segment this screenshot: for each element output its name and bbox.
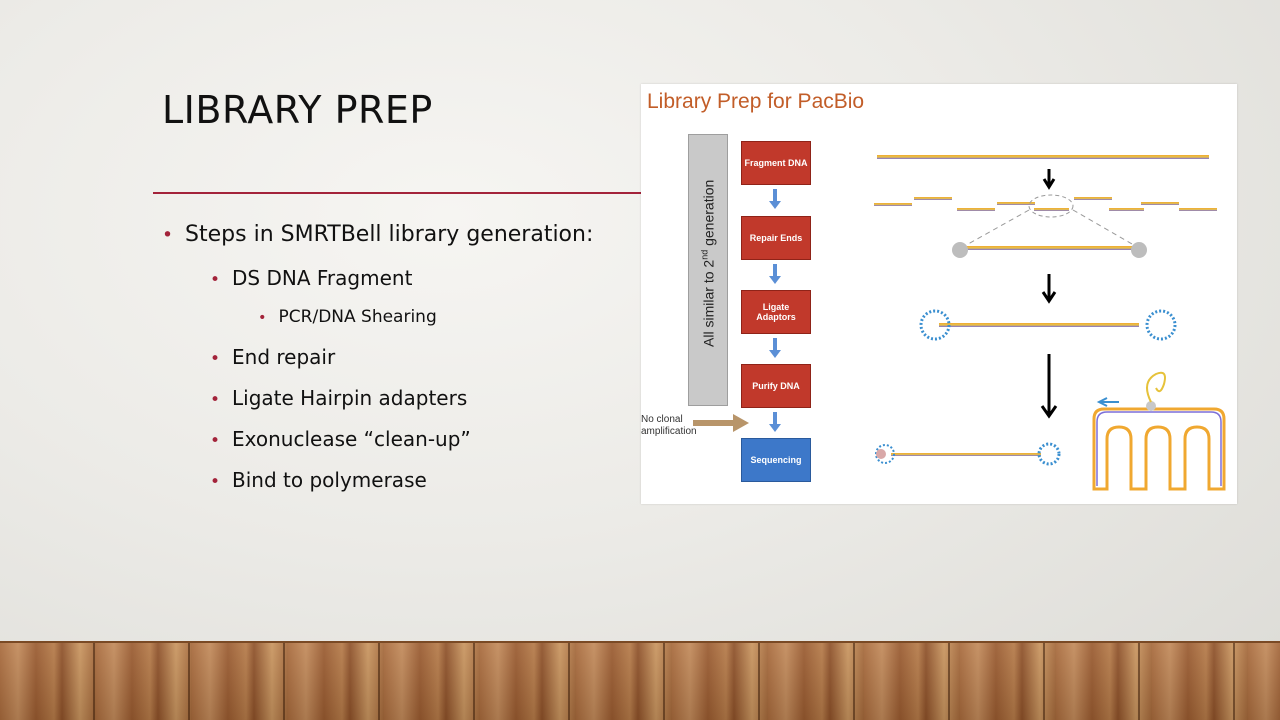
title-underline [153, 192, 643, 194]
bullet-text: Exonuclease “clean-up” [232, 427, 471, 451]
bullet-dot: • [210, 431, 221, 451]
bullet-4: • End repair [210, 345, 335, 369]
bullet-text: Steps in SMRTBell library generation: [185, 222, 594, 247]
step-purify-dna: Purify DNA [741, 364, 811, 408]
bullet-3: • PCR/DNA Shearing [258, 307, 437, 327]
step-repair-ends: Repair Ends [741, 216, 811, 260]
no-clonal-note: No clonal amplification [641, 414, 697, 437]
side-label-suffix: generation [700, 179, 717, 250]
floor-edge [0, 641, 1280, 644]
bullet-dot: • [210, 349, 221, 369]
bullet-1: • Steps in SMRTBell library generation: [162, 222, 593, 247]
side-label-box: All similar to 2nd generation [688, 134, 728, 406]
bullet-7: • Bind to polymerase [210, 468, 427, 492]
bullet-dot: • [210, 390, 221, 410]
side-label-sup: nd [699, 249, 710, 260]
right-arrow-icon [693, 414, 749, 432]
bullet-2: • DS DNA Fragment [210, 266, 412, 290]
figure-title: Library Prep for PacBio [647, 90, 865, 113]
bullet-dot: • [210, 270, 221, 290]
down-arrow-icon [769, 264, 781, 284]
bullet-text: End repair [232, 345, 336, 369]
side-label-prefix: All similar to 2 [700, 259, 717, 347]
bullet-text: Bind to polymerase [232, 468, 427, 492]
wood-floor [0, 643, 1280, 720]
bullet-6: • Exonuclease “clean-up” [210, 427, 471, 451]
dna-illustration [874, 155, 1226, 491]
pacbio-figure: Library Prep for PacBio All similar to 2… [641, 84, 1237, 504]
bullet-text: DS DNA Fragment [232, 266, 413, 290]
bullet-dot: • [258, 310, 267, 326]
slide-title: LIBRARY PREP [162, 88, 433, 132]
down-arrow-icon [769, 338, 781, 358]
bullet-dot: • [162, 225, 174, 246]
down-arrow-icon [769, 189, 781, 209]
bullet-text: PCR/DNA Shearing [278, 307, 437, 327]
down-arrow-icon [769, 412, 781, 432]
side-label: All similar to 2nd generation [700, 128, 717, 398]
step-fragment-dna: Fragment DNA [741, 141, 811, 185]
bullet-dot: • [210, 472, 221, 492]
bullet-5: • Ligate Hairpin adapters [210, 386, 467, 410]
step-sequencing: Sequencing [741, 438, 811, 482]
step-ligate-adaptors: Ligate Adaptors [741, 290, 811, 334]
bullet-text: Ligate Hairpin adapters [232, 386, 468, 410]
